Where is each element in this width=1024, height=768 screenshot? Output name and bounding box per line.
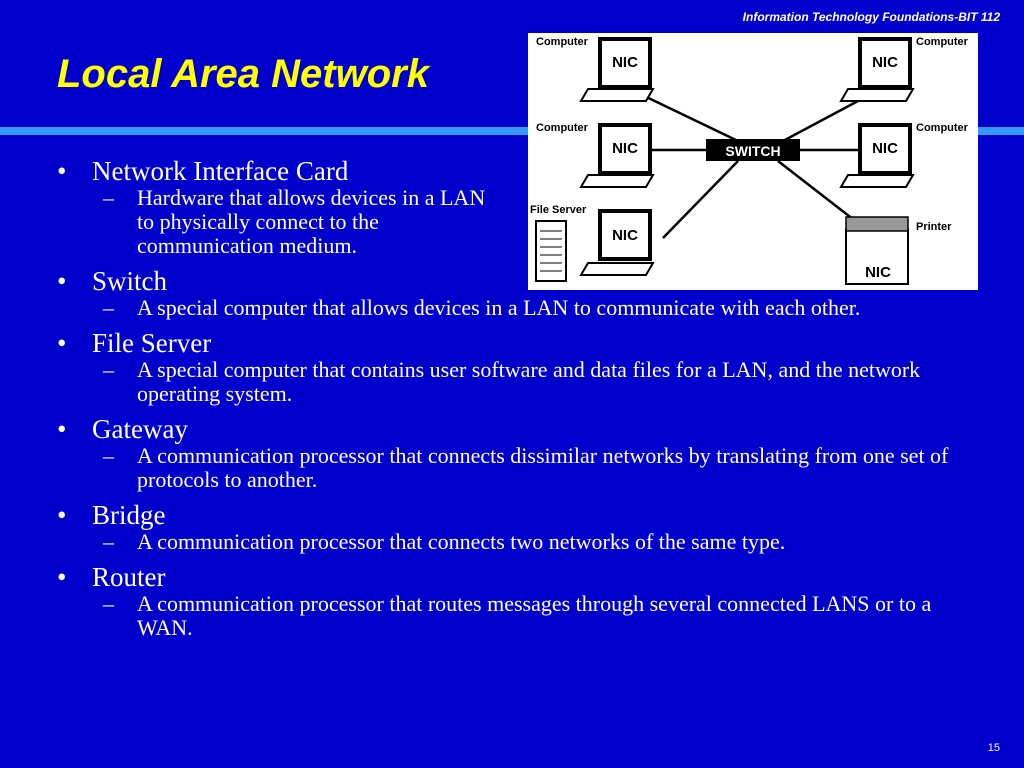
link-line [777, 160, 859, 224]
bullet-symbol: • [57, 562, 67, 592]
computer-icon: NIC [579, 209, 655, 276]
computer-icon: NIC [579, 37, 655, 102]
bullet-description: A special computer that contains user so… [137, 357, 921, 406]
nic-label: NIC [865, 264, 891, 281]
link-line [662, 160, 739, 239]
title-divider [0, 127, 1024, 135]
computer-label: Computer [916, 122, 969, 134]
computer-icon: NIC [839, 123, 915, 188]
bullet-item: • Bridge –A communication processor that … [57, 500, 987, 554]
dash-symbol: – [103, 529, 114, 554]
dash-symbol: – [103, 591, 114, 616]
bullet-term: File Server [92, 328, 212, 358]
bullet-item: • File Server –A special computer that co… [57, 328, 987, 406]
switch-box [706, 139, 800, 161]
bullet-symbol: • [57, 328, 67, 358]
computer-label: Computer [916, 36, 969, 48]
bullet-symbol: • [57, 156, 67, 186]
bullet-item: • Gateway –A communication processor that… [57, 414, 987, 492]
nic-label: NIC [612, 227, 638, 244]
printer-label: Printer [916, 221, 952, 233]
computer-icon: NIC [579, 123, 655, 188]
bullet-description: Hardware that allows devices in a LAN to… [137, 185, 486, 258]
course-header: Information Technology Foundations-BIT 1… [742, 10, 1000, 24]
bullet-symbol: • [57, 500, 67, 530]
bullet-description: A special computer that allows devices i… [137, 295, 861, 320]
bullet-description: A communication processor that connects … [137, 529, 786, 554]
bullet-item: • Router –A communication processor that … [57, 562, 987, 640]
lan-diagram: SWITCH NIC Computer NIC Computer NIC Com… [528, 33, 978, 290]
dash-symbol: – [103, 185, 114, 210]
bullet-symbol: • [57, 414, 67, 444]
switch-label: SWITCH [725, 143, 780, 159]
nic-label: NIC [872, 54, 898, 71]
computer-icon: NIC [839, 37, 915, 102]
bullet-term: Gateway [92, 414, 188, 444]
nic-label: NIC [612, 54, 638, 71]
slide-title: Local Area Network [57, 52, 429, 96]
computer-label: Computer [536, 36, 589, 48]
nic-label: NIC [872, 140, 898, 157]
bullet-description: A communication processor that routes me… [137, 591, 932, 640]
bullet-item: • Network Interface Card –Hardware that a… [57, 156, 987, 258]
page-number: 15 [987, 742, 1000, 754]
bullet-description: A communication processor that connects … [137, 443, 949, 492]
computer-label: Computer [536, 122, 589, 134]
file-server-label: File Server [530, 204, 587, 216]
bullet-symbol: • [57, 266, 67, 296]
bullet-term: Bridge [92, 500, 166, 530]
bullet-term: Switch [92, 266, 168, 296]
bullet-term: Network Interface Card [92, 156, 349, 186]
bullet-item: • Switch –A special computer that allows … [57, 266, 987, 320]
printer-icon: NIC [845, 216, 909, 285]
nic-label: NIC [612, 140, 638, 157]
bullet-term: Router [92, 562, 166, 592]
link-line [637, 91, 739, 143]
dash-symbol: – [103, 357, 114, 382]
dash-symbol: – [103, 443, 114, 468]
bullet-list: •Network Interface Card –Hardware that a… [57, 156, 987, 648]
dash-symbol: – [103, 295, 114, 320]
file-server-icon [535, 220, 567, 282]
